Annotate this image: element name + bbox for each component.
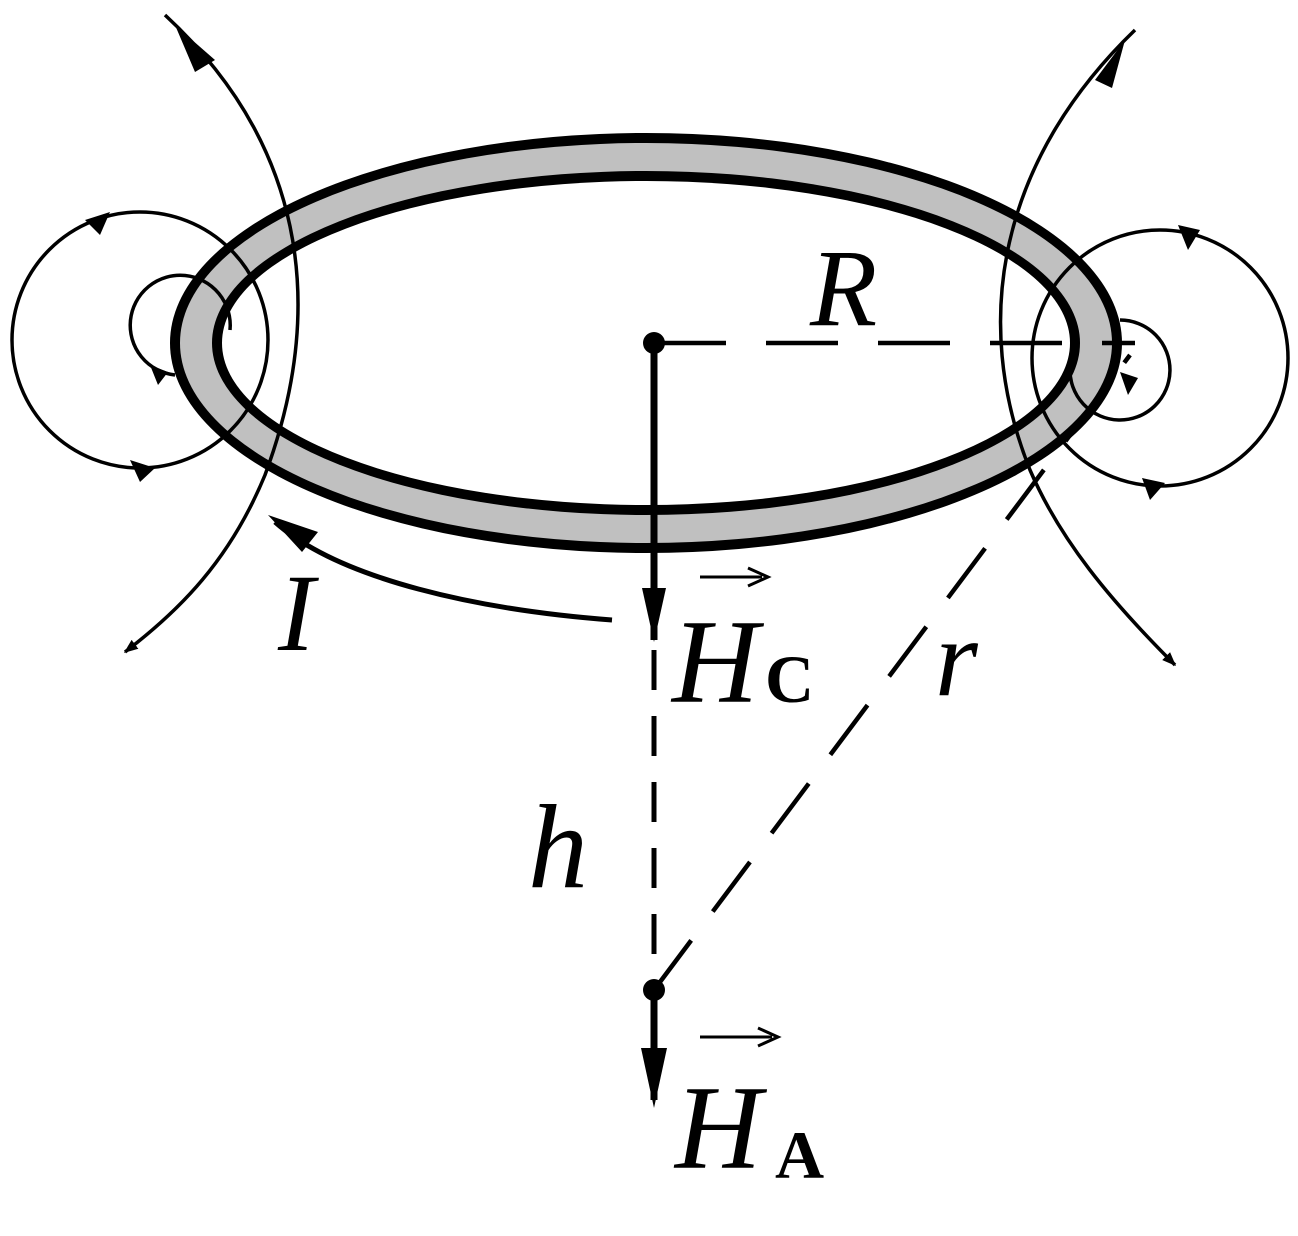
right-field-line [998,28,1177,667]
label-distance: r [935,597,979,719]
field-lines [123,13,1177,667]
label-field-center: H C [670,566,814,728]
distance-line [652,353,1132,992]
field-line-top-arrows [175,25,1125,88]
label-field-point-symbol: H [673,1061,768,1194]
left-field-line-top-arrow-icon [175,25,215,72]
label-current: I [277,552,319,674]
label-radius: R [809,227,877,349]
label-field-point-subscript: A [775,1117,824,1193]
label-field-center-subscript: C [765,641,814,717]
left-loop-arrows [85,212,168,482]
right-field-line-top-arrow-icon [1095,40,1125,88]
left-inner-loop-arrow-icon [150,365,168,385]
left-loop-arrow-bottom-icon [130,460,155,482]
axis-arrow-a-head-icon [641,1048,667,1108]
right-loop-arrow-top-icon [1178,225,1200,250]
right-inner-loop-arrow-icon [1120,372,1138,395]
right-loop-arrows [1120,225,1200,500]
left-loop-arrow-top-icon [85,212,110,235]
right-loop-arrow-bottom-icon [1142,478,1165,500]
label-height: h [528,780,588,913]
label-field-center-symbol: H [670,595,765,728]
axis-arrow-center-head-icon [642,588,666,642]
left-field-line [123,13,300,654]
current-direction-arrow-head-icon [268,515,318,552]
label-field-point: H A [673,1026,824,1194]
loop-center-point [643,332,665,354]
